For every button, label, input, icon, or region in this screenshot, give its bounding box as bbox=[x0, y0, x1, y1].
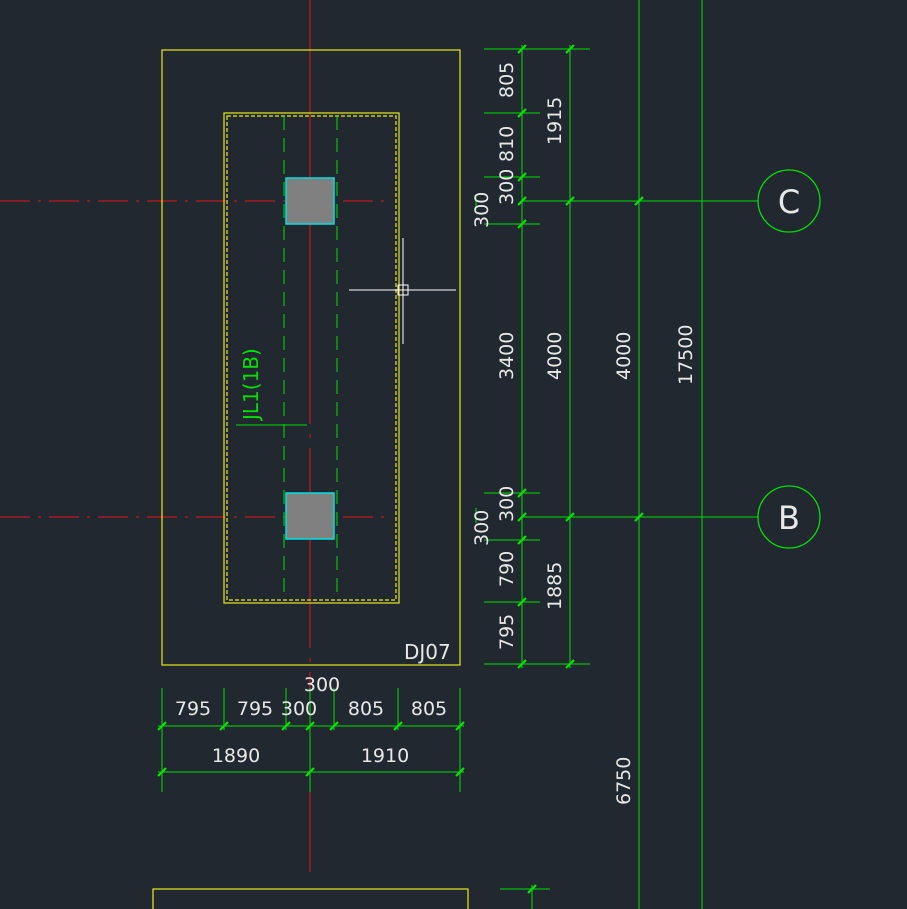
right-dim-row2-text: 1915 4000 1885 bbox=[544, 97, 566, 610]
crosshair-cursor bbox=[349, 238, 456, 344]
footing-pedestal-inner-dashed bbox=[226, 115, 397, 601]
footing-outline[interactable] bbox=[161, 49, 461, 666]
dim-4000-b: 4000 bbox=[613, 332, 635, 380]
right-dim-row3-text: 4000 6750 17500 bbox=[613, 325, 697, 805]
footing-tag: DJ07 bbox=[404, 640, 451, 664]
dim-b-805-b: 805 bbox=[411, 698, 447, 720]
beam-lines bbox=[283, 116, 338, 600]
bottom-dimension-ticks bbox=[157, 721, 465, 777]
dim-b-795-b: 795 bbox=[237, 698, 273, 720]
dim-4000-a: 4000 bbox=[544, 332, 566, 380]
dim-17500: 17500 bbox=[675, 325, 697, 385]
right-dim-row1-text: 805 810 300 3400 300 790 795 bbox=[496, 62, 518, 650]
dim-1915: 1915 bbox=[544, 97, 566, 145]
dim-offset-300-c: 300 bbox=[471, 192, 493, 228]
right-dimension-lines bbox=[475, 0, 758, 909]
dim-above-300: 300 bbox=[304, 674, 340, 696]
grid-axis-lines bbox=[0, 0, 390, 880]
footing-pedestal-outline[interactable] bbox=[223, 112, 400, 604]
dim-6750: 6750 bbox=[613, 757, 635, 805]
offset-dim-text: 300 300 bbox=[471, 192, 493, 546]
dim-b-805-a: 805 bbox=[348, 698, 384, 720]
dim-810: 810 bbox=[496, 126, 518, 162]
dim-805: 805 bbox=[496, 62, 518, 98]
beam-tag: JL1(1B) bbox=[239, 348, 263, 422]
dim-300-bottom: 300 bbox=[496, 486, 518, 522]
dim-3400: 3400 bbox=[496, 332, 518, 380]
dim-b-795-a: 795 bbox=[175, 698, 211, 720]
column-c[interactable] bbox=[285, 177, 335, 225]
dim-b-1910: 1910 bbox=[361, 745, 409, 767]
next-footing-outline[interactable] bbox=[152, 888, 469, 909]
dim-300-top: 300 bbox=[496, 169, 518, 205]
dim-b-1890: 1890 bbox=[212, 745, 260, 767]
grid-bubble-b[interactable]: B bbox=[757, 485, 821, 549]
grid-bubble-b-label: B bbox=[778, 499, 800, 537]
dim-offset-300-b: 300 bbox=[471, 510, 493, 546]
right-dimension-ticks bbox=[517, 44, 644, 894]
grid-bubble-c-label: C bbox=[778, 183, 800, 221]
column-b[interactable] bbox=[285, 492, 335, 540]
dim-1885: 1885 bbox=[544, 562, 566, 610]
dim-b-300: 300 bbox=[281, 698, 317, 720]
grid-bubble-c[interactable]: C bbox=[757, 169, 821, 233]
dim-795: 795 bbox=[496, 614, 518, 650]
dim-790: 790 bbox=[496, 551, 518, 587]
bottom-dim-text: 300 795 795 300 805 805 1890 1910 bbox=[175, 674, 447, 767]
